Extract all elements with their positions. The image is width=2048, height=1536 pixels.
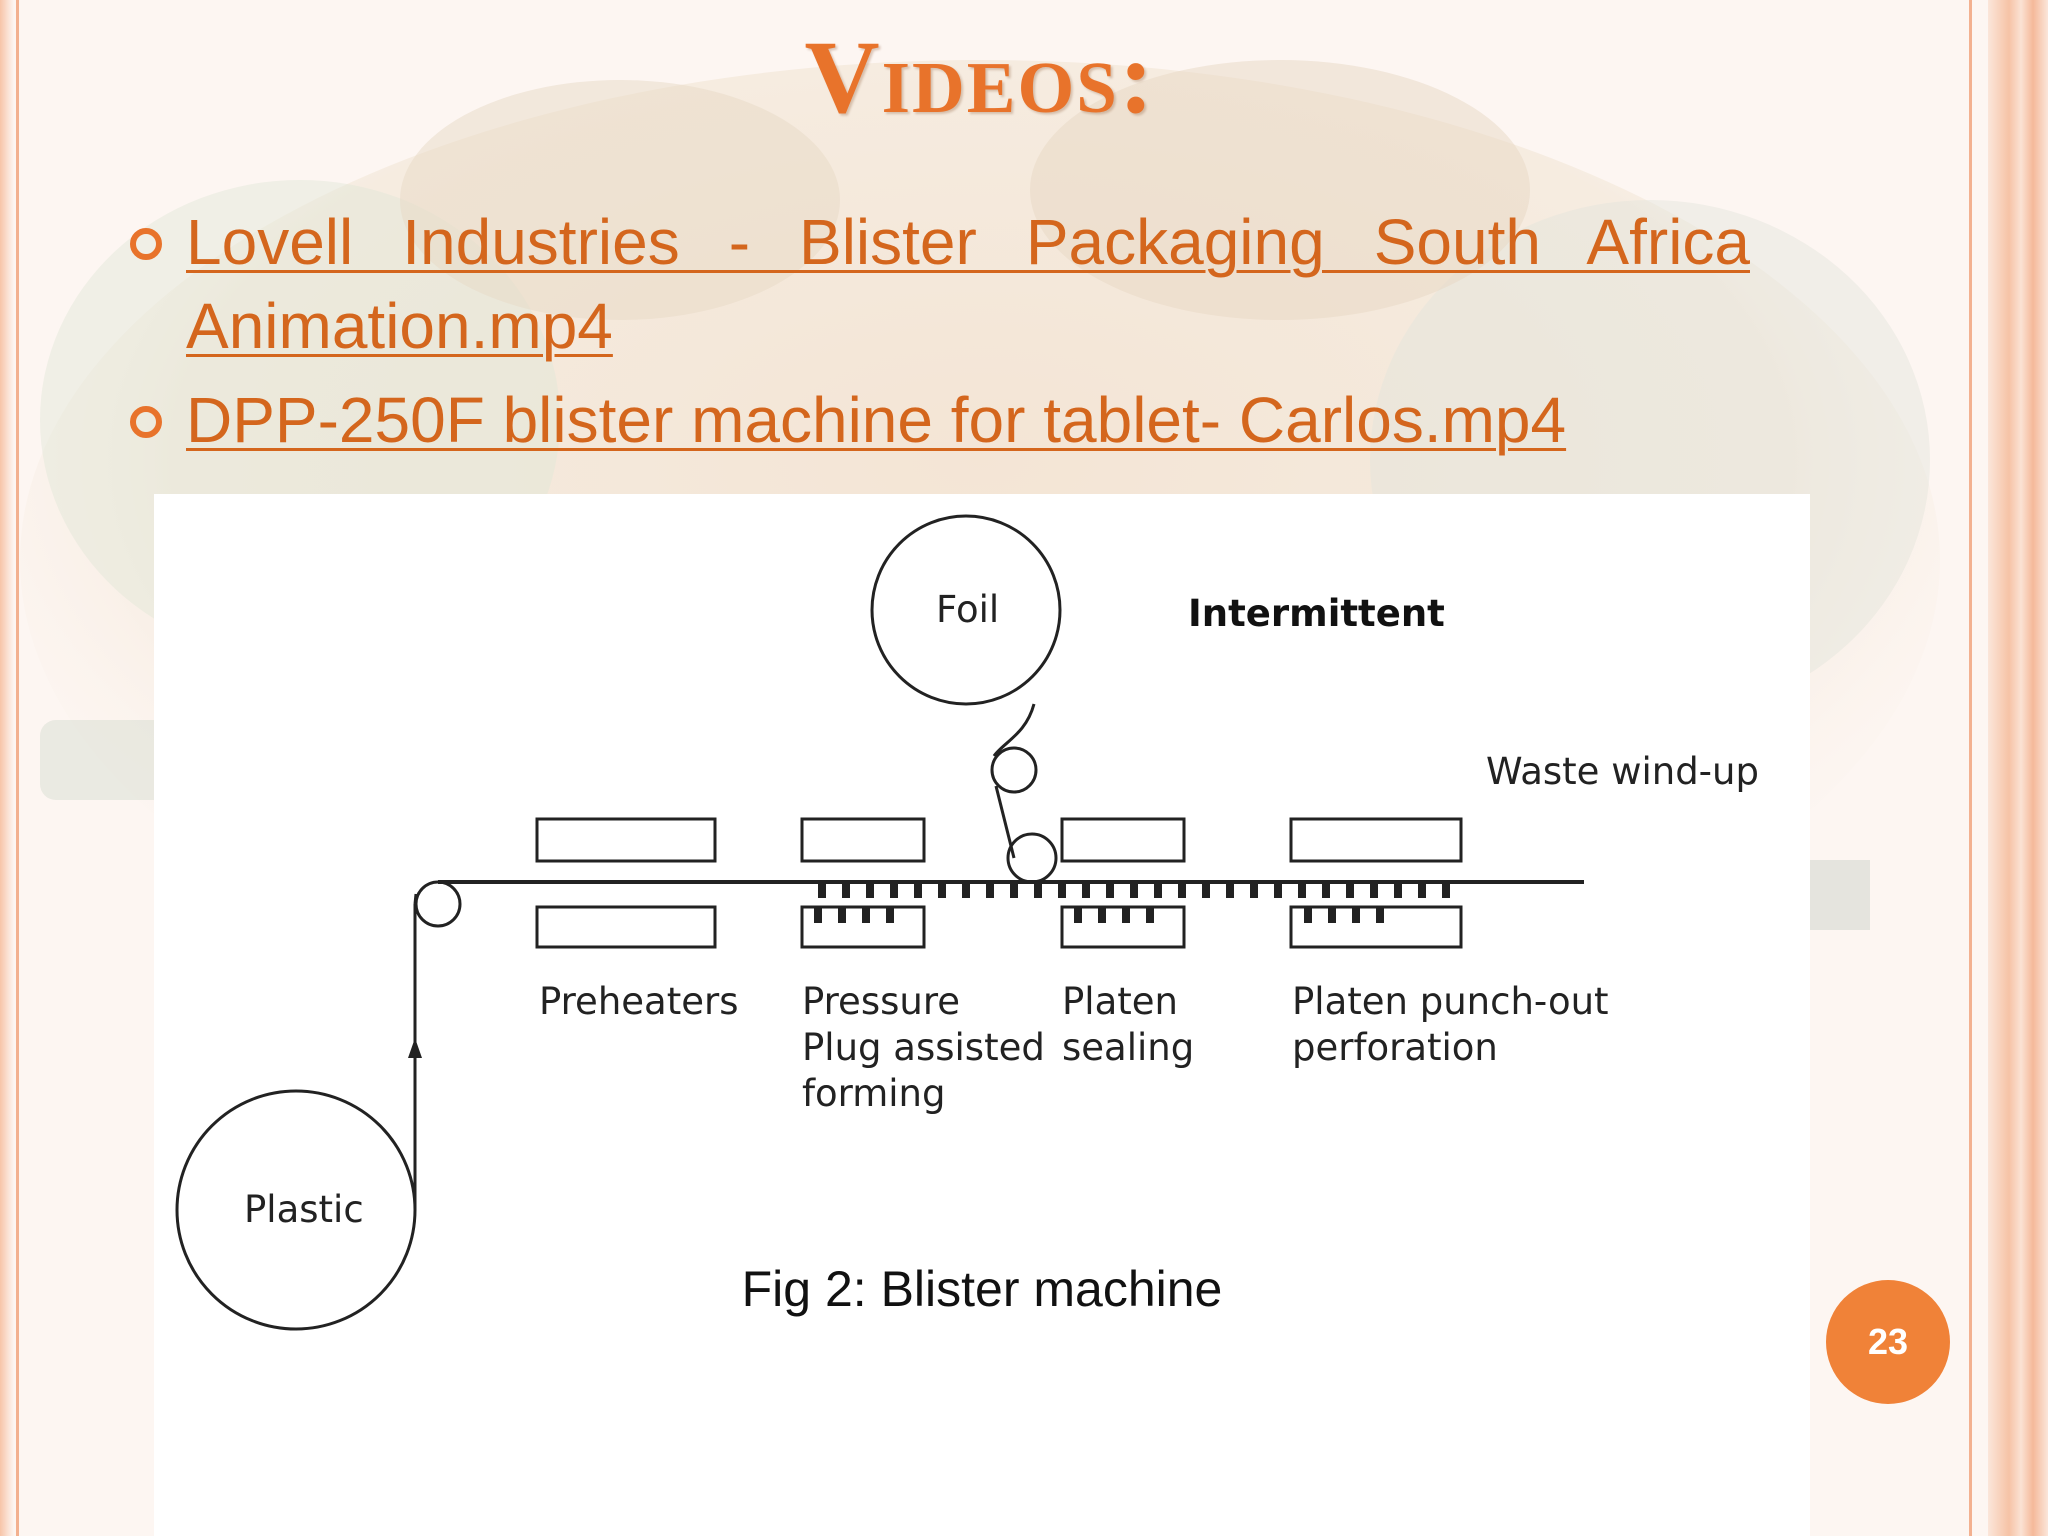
- forming-top: [800, 817, 926, 863]
- label-platen: Platen: [1062, 980, 1178, 1023]
- feed-direction-arrow-icon: [408, 1038, 422, 1058]
- guide-roller: [990, 746, 1038, 794]
- blister-machine-diagram: Foil Intermittent Waste wind-up Preheate…: [154, 494, 1810, 1536]
- left-decorative-line: [16, 0, 19, 1536]
- list-item: DPP-250F blister machine for tablet- Car…: [130, 378, 1750, 462]
- label-perforation: perforation: [1292, 1026, 1498, 1069]
- slide-title: Videos:: [804, 20, 1156, 135]
- foil-roll: [870, 514, 1062, 706]
- hollow-circle-bullet-icon: [130, 228, 162, 260]
- video-link-dpp250f[interactable]: DPP-250F blister machine for tablet- Car…: [186, 384, 1567, 456]
- right-decorative-band: [1988, 0, 2048, 1536]
- label-plug-assisted: Plug assisted: [802, 1026, 1045, 1069]
- hollow-circle-bullet-icon: [130, 406, 162, 438]
- sealing-top: [1060, 817, 1186, 863]
- preheater-bottom: [535, 905, 717, 949]
- right-decorative-line: [1969, 0, 1972, 1536]
- punch-top: [1289, 817, 1463, 863]
- label-preheaters: Preheaters: [539, 980, 738, 1023]
- label-intermittent: Intermittent: [1188, 592, 1445, 635]
- label-forming: forming: [802, 1072, 945, 1115]
- label-foil: Foil: [936, 588, 999, 631]
- label-sealing: sealing: [1062, 1026, 1194, 1069]
- guide-roller: [1006, 832, 1058, 884]
- label-plastic: Plastic: [244, 1188, 364, 1231]
- label-waste-wind-up: Waste wind-up: [1486, 750, 1759, 793]
- video-link-list: Lovell Industries - Blister Packaging So…: [130, 200, 1750, 472]
- list-item: Lovell Industries - Blister Packaging So…: [130, 200, 1750, 368]
- video-link-lovell[interactable]: Lovell Industries - Blister Packaging So…: [186, 206, 1750, 362]
- figure-caption: Fig 2: Blister machine: [741, 1261, 1223, 1317]
- diagram-drawing: Foil Intermittent Waste wind-up Preheate…: [175, 514, 1759, 1331]
- foil-feed-line: [992, 703, 1036, 757]
- label-pressure: Pressure: [802, 980, 960, 1023]
- guide-roller: [414, 880, 462, 928]
- left-decorative-band: [0, 0, 14, 1536]
- label-platen-punch-out: Platen punch-out: [1292, 980, 1609, 1023]
- blister-pockets: [814, 884, 1450, 923]
- page-number-badge: 23: [1826, 1280, 1950, 1404]
- preheater-top: [535, 817, 717, 863]
